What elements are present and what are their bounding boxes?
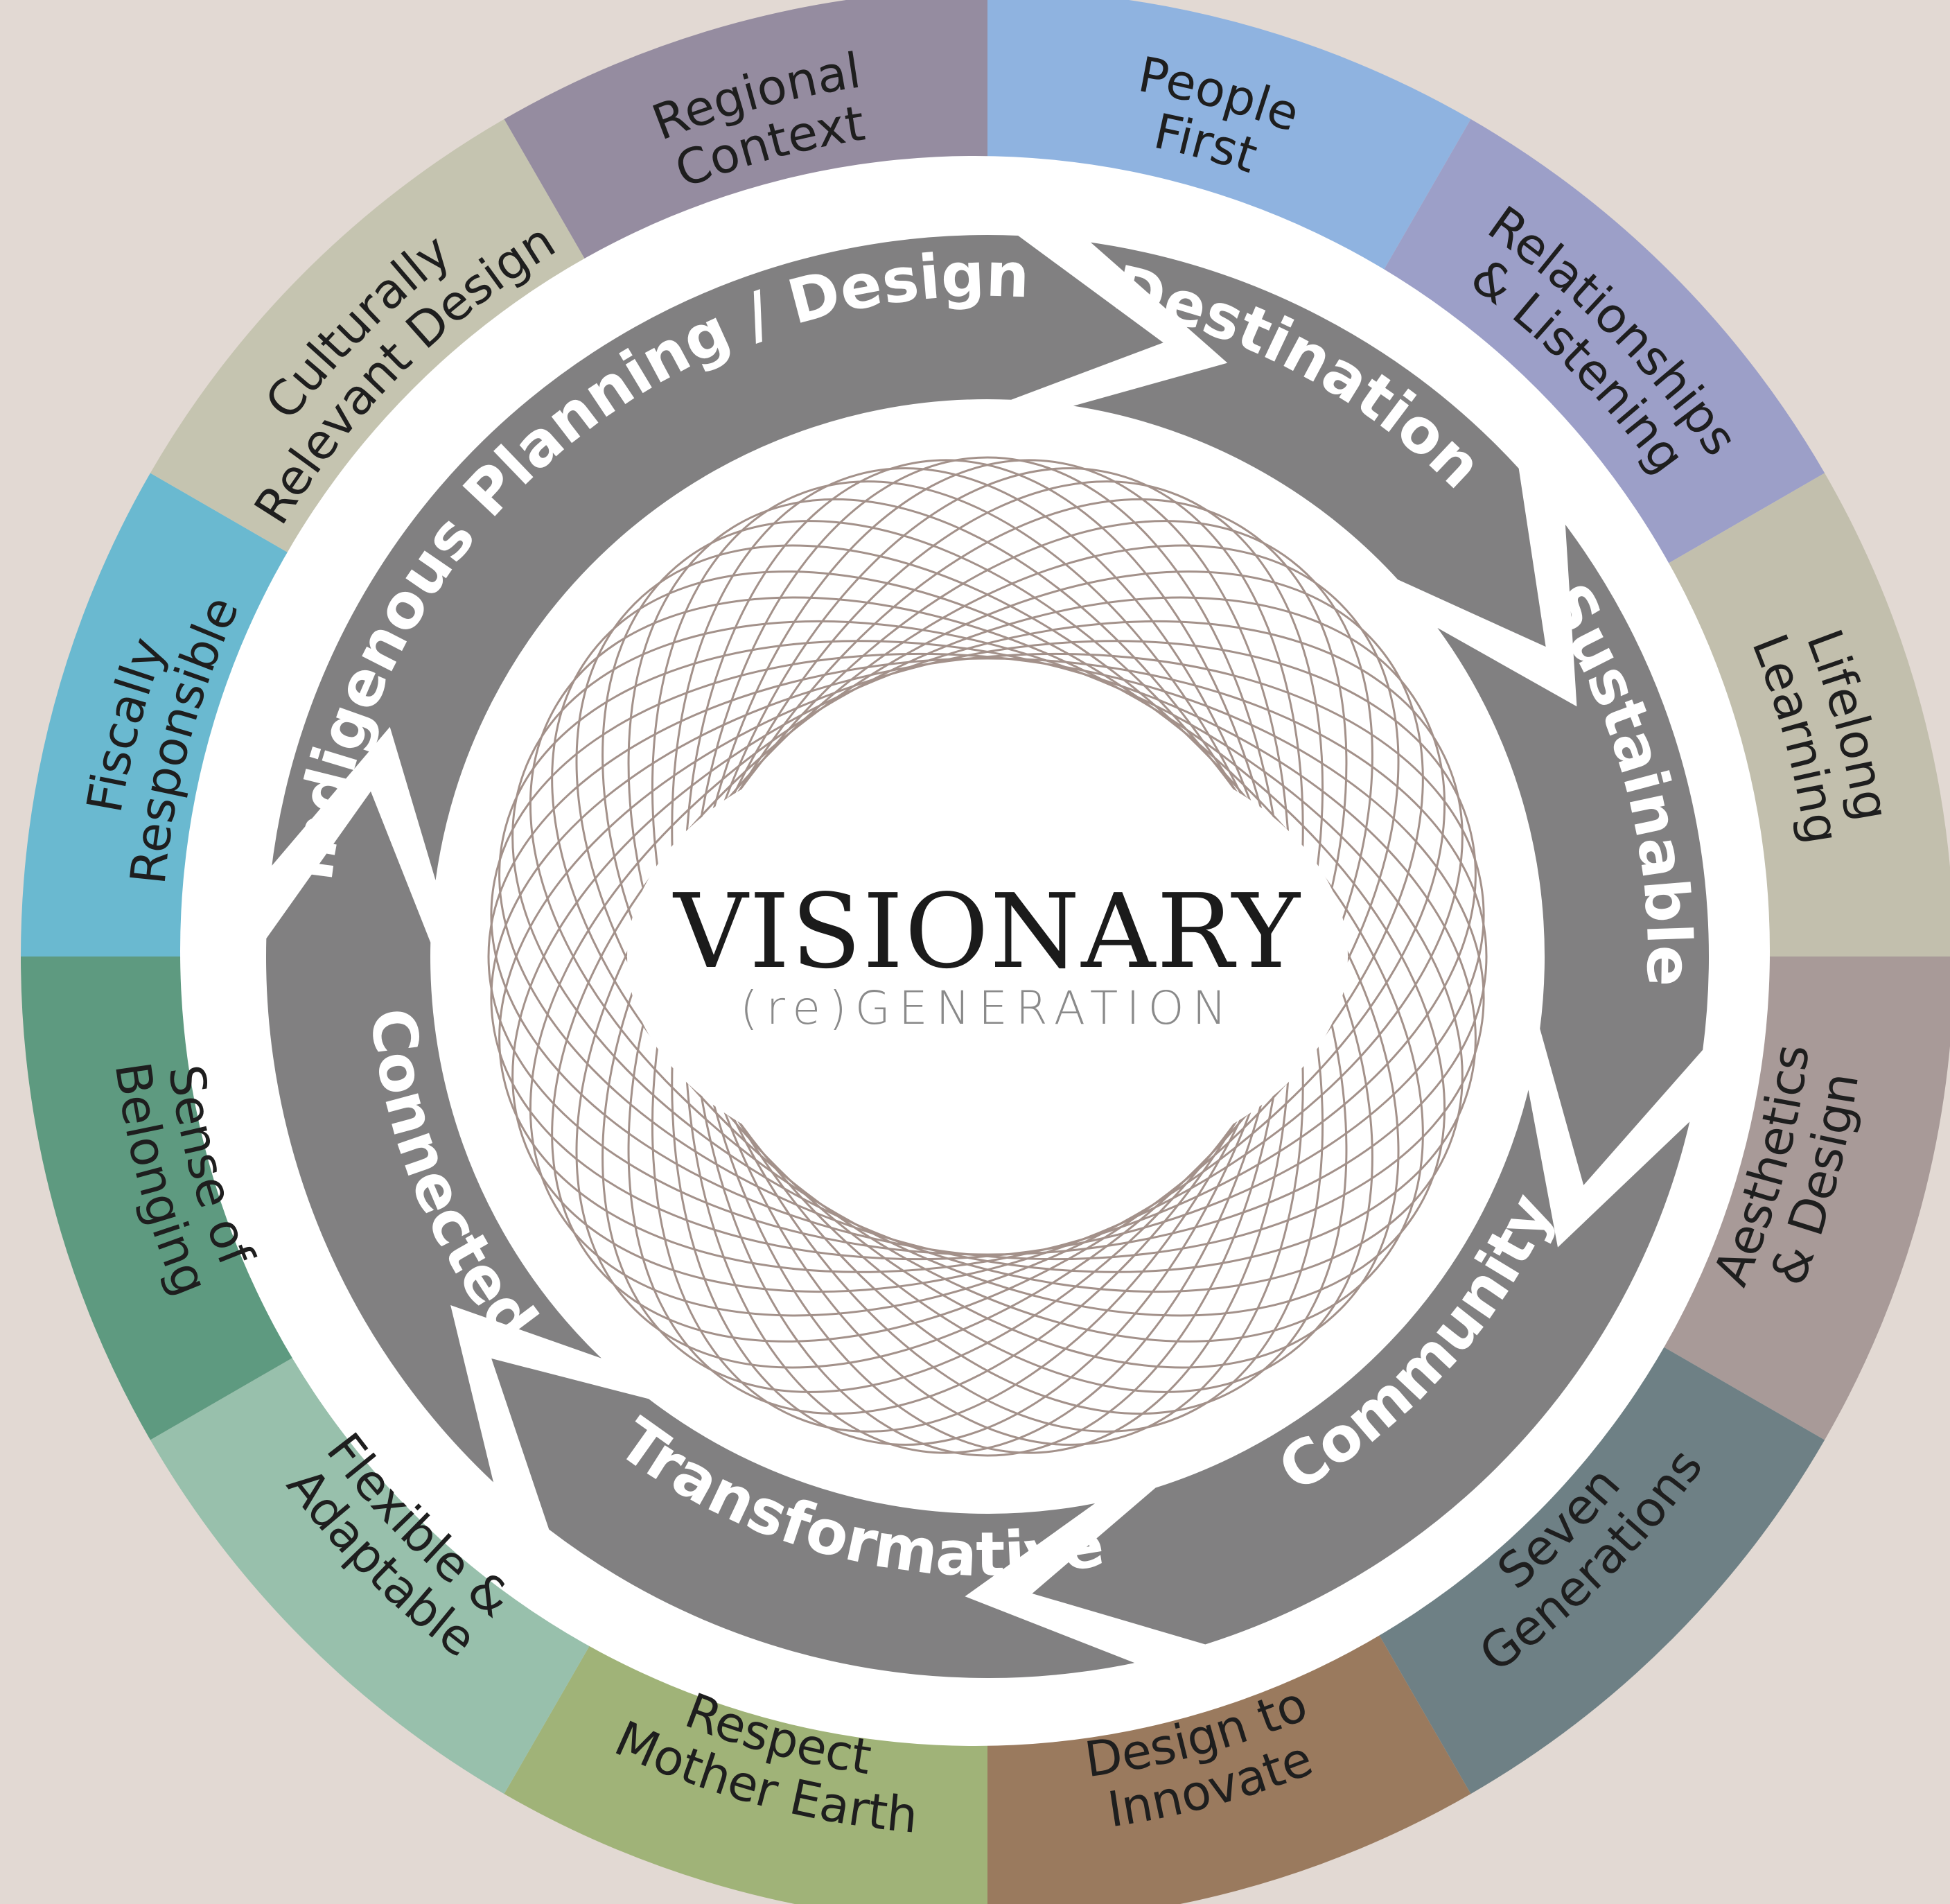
spiral-loop bbox=[575, 544, 1400, 1369]
spiral-loop bbox=[551, 570, 1424, 1343]
spiral-loop bbox=[683, 459, 1292, 1454]
spiral-loop bbox=[551, 570, 1424, 1343]
outer-segment-sense-of-belonging bbox=[21, 957, 340, 1440]
inner-segment-indigenous-planning-design bbox=[264, 229, 1175, 895]
outer-segment-aesthetics-design bbox=[1635, 957, 1950, 1440]
spiral-loop bbox=[601, 520, 1373, 1393]
outer-segment-regional-context bbox=[504, 0, 987, 308]
spiral-loop bbox=[487, 657, 1488, 1256]
spiral-loop bbox=[601, 520, 1373, 1393]
spiral-loop bbox=[511, 620, 1464, 1293]
spiral-loop bbox=[575, 544, 1400, 1369]
outer-segment-design-to-innovate bbox=[987, 1605, 1471, 1904]
center-disc bbox=[454, 423, 1521, 1490]
center-subtitle: (re)GENERATION bbox=[740, 981, 1235, 1035]
inner-segment-community bbox=[1021, 1076, 1699, 1650]
spiral-loop bbox=[627, 498, 1348, 1415]
spiral-loop bbox=[671, 467, 1304, 1446]
spiral-loop bbox=[490, 652, 1485, 1261]
outer-segment-seven-generations bbox=[1362, 1331, 1825, 1794]
outer-segment-respect-mother-earth bbox=[504, 1605, 987, 1904]
outer-ring bbox=[21, 0, 1950, 1904]
spiral-loop bbox=[529, 596, 1446, 1317]
inner-segment-connected bbox=[261, 780, 615, 1499]
spiral-loop bbox=[627, 498, 1348, 1415]
spiral-loop bbox=[651, 480, 1324, 1433]
outer-segment-flexible-adaptable bbox=[150, 1331, 614, 1794]
center-title: VISIONARY bbox=[672, 872, 1301, 991]
spiral-loop bbox=[498, 640, 1477, 1273]
center-title-group: VISIONARY (re)GENERATION bbox=[672, 872, 1301, 1035]
spiral-loop bbox=[498, 640, 1477, 1273]
spiral-loop bbox=[651, 480, 1324, 1433]
spiral-loop bbox=[529, 596, 1446, 1317]
inner-segment-destination bbox=[1059, 234, 1553, 656]
spiral-loop bbox=[671, 467, 1304, 1446]
outer-segment-culturally-relevant-design bbox=[150, 119, 614, 583]
outer-segment-people-first bbox=[987, 0, 1471, 308]
outer-segment-lifelong-learning bbox=[1635, 473, 1950, 957]
spirograph-pattern bbox=[487, 456, 1488, 1457]
spiral-loop bbox=[490, 652, 1485, 1261]
outer-segment-fiscally-responsible bbox=[21, 473, 340, 957]
inner-segment-transformative bbox=[482, 1350, 1154, 1684]
inner-segment-sustainable bbox=[1425, 506, 1714, 1197]
spiral-loop bbox=[511, 620, 1464, 1293]
spiral-loop bbox=[683, 459, 1292, 1454]
outer-segment-relationships-listening bbox=[1362, 119, 1825, 583]
spiral-loop bbox=[688, 456, 1287, 1457]
